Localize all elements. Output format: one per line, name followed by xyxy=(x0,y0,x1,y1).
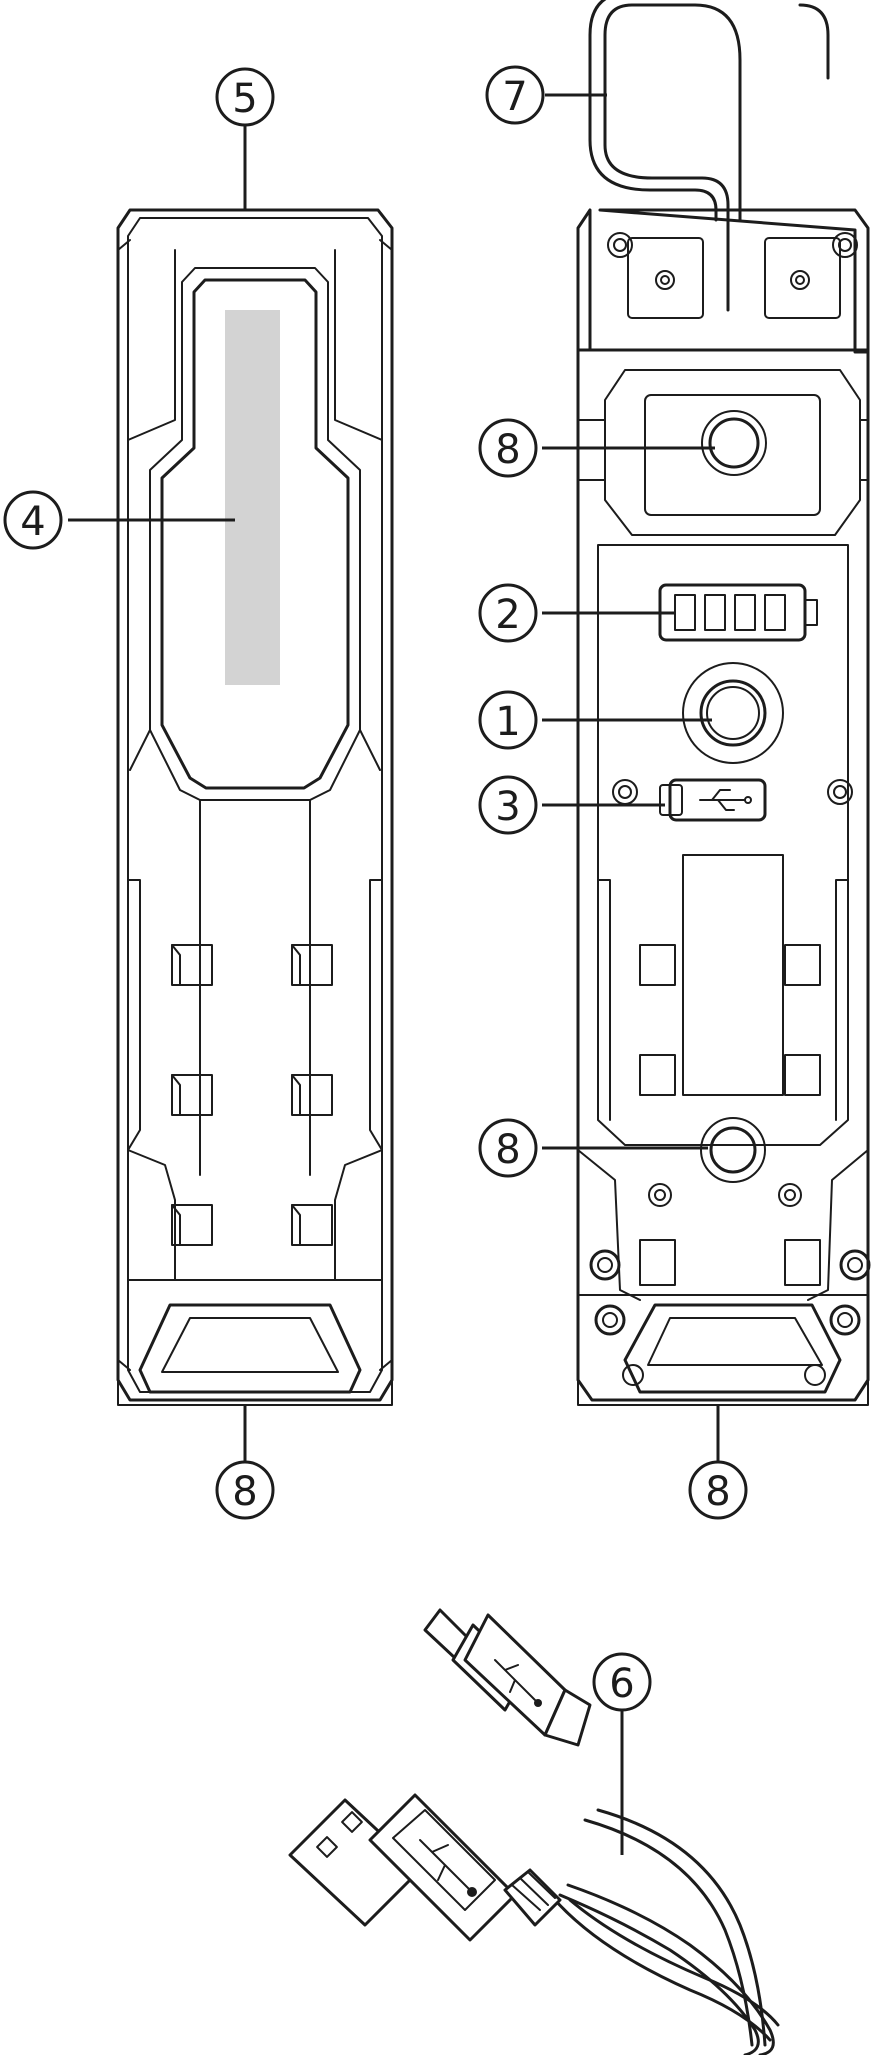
callout-6: 6 xyxy=(592,1652,652,1712)
usb-cable xyxy=(288,1608,780,2055)
svg-text:8: 8 xyxy=(495,1127,520,1173)
battery-icon xyxy=(658,583,818,642)
usb-icon-a xyxy=(419,1839,477,1897)
hook-icon xyxy=(588,0,830,312)
svg-text:8: 8 xyxy=(232,1469,257,1515)
svg-text:5: 5 xyxy=(232,76,257,122)
callout-7: 7 xyxy=(485,65,545,125)
callout-2: 2 xyxy=(478,583,538,643)
svg-text:6: 6 xyxy=(609,1661,634,1707)
micro-usb-connector xyxy=(423,1608,592,1747)
usb-icon xyxy=(659,778,767,822)
led-strip xyxy=(225,310,280,685)
svg-text:3: 3 xyxy=(495,784,520,830)
callout-8-back-bottom: 8 xyxy=(688,1460,748,1520)
callout-8-back-middle: 8 xyxy=(478,1118,538,1178)
svg-text:7: 7 xyxy=(502,74,527,120)
svg-text:8: 8 xyxy=(495,427,520,473)
callouts: 5 4 8 7 8 2 xyxy=(3,65,748,1855)
callout-1: 1 xyxy=(478,690,538,750)
usb-a-connector xyxy=(288,1793,562,1942)
callout-8-front-bottom: 8 xyxy=(215,1460,275,1520)
usb-icon-micro xyxy=(494,1659,542,1707)
callout-4: 4 xyxy=(3,490,63,550)
front-grip-blocks xyxy=(171,944,333,1246)
lower-magnet-icon xyxy=(700,1117,766,1183)
svg-text:4: 4 xyxy=(20,499,45,545)
svg-text:8: 8 xyxy=(705,1469,730,1515)
back-view-lamp xyxy=(576,0,871,1406)
callout-8-back-top: 8 xyxy=(478,418,538,478)
power-button-icon xyxy=(682,662,784,764)
svg-text:1: 1 xyxy=(495,699,520,745)
magnet-icon xyxy=(701,410,767,476)
callout-3: 3 xyxy=(478,775,538,835)
callout-5: 5 xyxy=(215,67,275,127)
front-view-lamp xyxy=(116,208,394,1406)
svg-text:2: 2 xyxy=(495,592,520,638)
